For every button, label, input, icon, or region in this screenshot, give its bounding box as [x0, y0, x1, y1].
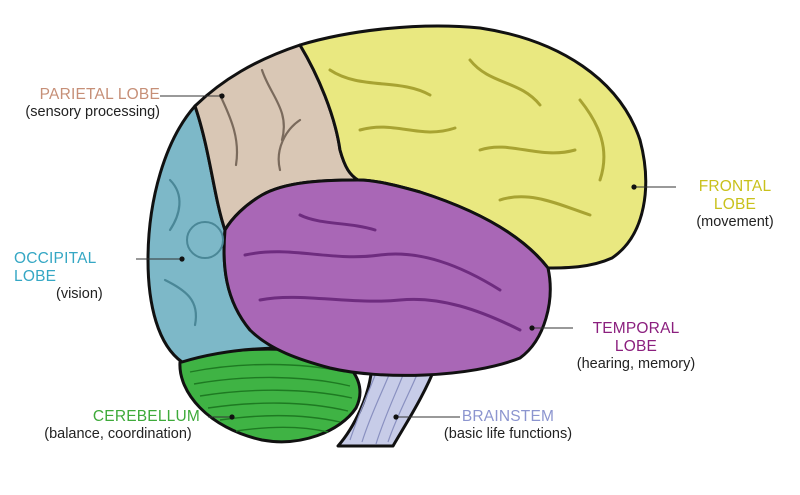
brainstem-region	[336, 358, 440, 448]
parietal-dot	[219, 93, 225, 99]
frontal-sulci	[328, 58, 606, 217]
frontal-lobe-region	[298, 24, 648, 270]
frontal-label-name: FRONTAL LOBE	[698, 178, 772, 213]
occipital-label-name: OCCIPITAL LOBE	[14, 250, 96, 285]
temporal-sulci	[243, 213, 522, 332]
temporal-lobe-region	[222, 178, 552, 377]
leader-lines	[136, 95, 676, 418]
parietal-label-name: PARIETAL LOBE	[39, 86, 160, 103]
frontal-label: FRONTAL LOBE (movement)	[676, 178, 794, 230]
cerebellum-label-desc: (balance, coordination)	[44, 425, 192, 442]
parietal-sulci	[218, 68, 302, 172]
temporal-label: TEMPORAL LOBE (hearing, memory)	[572, 320, 700, 372]
temporal-label-name: TEMPORAL LOBE	[592, 320, 680, 355]
occipital-label-desc: (vision)	[56, 285, 103, 302]
parietal-label: PARIETAL LOBE (sensory processing)	[10, 86, 160, 120]
parietal-label-desc: (sensory processing)	[25, 103, 160, 120]
leader-dots	[179, 93, 637, 420]
occipital-label: OCCIPITAL LOBE (vision)	[14, 250, 136, 302]
occipital-sulci	[163, 178, 224, 327]
occipital-dot	[179, 256, 185, 262]
frontal-dot	[631, 184, 637, 190]
cerebellum-label: CEREBELLUM (balance, coordination)	[28, 408, 208, 442]
brainstem-label-desc: (basic life functions)	[443, 425, 573, 442]
cerebellum-label-name: CEREBELLUM	[92, 408, 200, 425]
brainstem-dot	[393, 414, 399, 420]
brainstem-label: BRAINSTEM (basic life functions)	[442, 408, 574, 442]
brainstem-label-name: BRAINSTEM	[461, 408, 555, 425]
cerebellum-dot	[229, 414, 235, 420]
temporal-label-desc: (hearing, memory)	[576, 355, 696, 372]
frontal-label-desc: (movement)	[696, 213, 774, 230]
temporal-dot	[529, 325, 535, 331]
